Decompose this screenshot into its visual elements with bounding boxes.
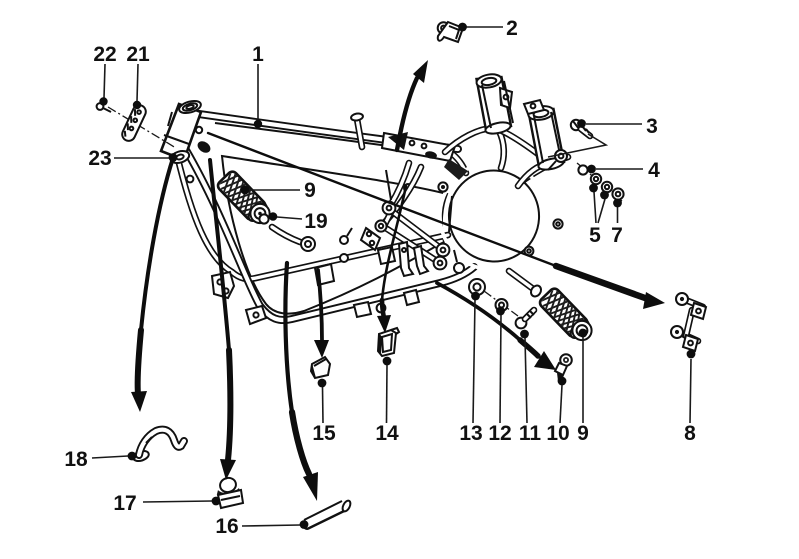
svg-text:15: 15 [312, 422, 336, 445]
svg-text:13: 13 [459, 422, 482, 445]
svg-text:18: 18 [64, 448, 88, 471]
svg-text:10: 10 [546, 422, 569, 445]
svg-text:23: 23 [88, 147, 111, 170]
svg-text:9: 9 [304, 179, 316, 202]
svg-text:7: 7 [611, 224, 623, 247]
svg-text:1: 1 [252, 43, 264, 66]
svg-text:9: 9 [577, 422, 589, 445]
svg-text:16: 16 [215, 515, 238, 538]
svg-text:4: 4 [648, 159, 660, 182]
svg-text:12: 12 [488, 422, 511, 445]
svg-text:3: 3 [646, 115, 658, 138]
svg-text:19: 19 [304, 210, 327, 233]
svg-text:2: 2 [506, 17, 518, 40]
svg-text:22: 22 [93, 43, 116, 66]
svg-text:8: 8 [684, 422, 696, 445]
svg-text:21: 21 [126, 43, 150, 66]
svg-text:5: 5 [589, 224, 601, 247]
svg-text:11: 11 [519, 422, 542, 445]
svg-text:17: 17 [113, 492, 136, 515]
svg-text:14: 14 [375, 422, 399, 445]
